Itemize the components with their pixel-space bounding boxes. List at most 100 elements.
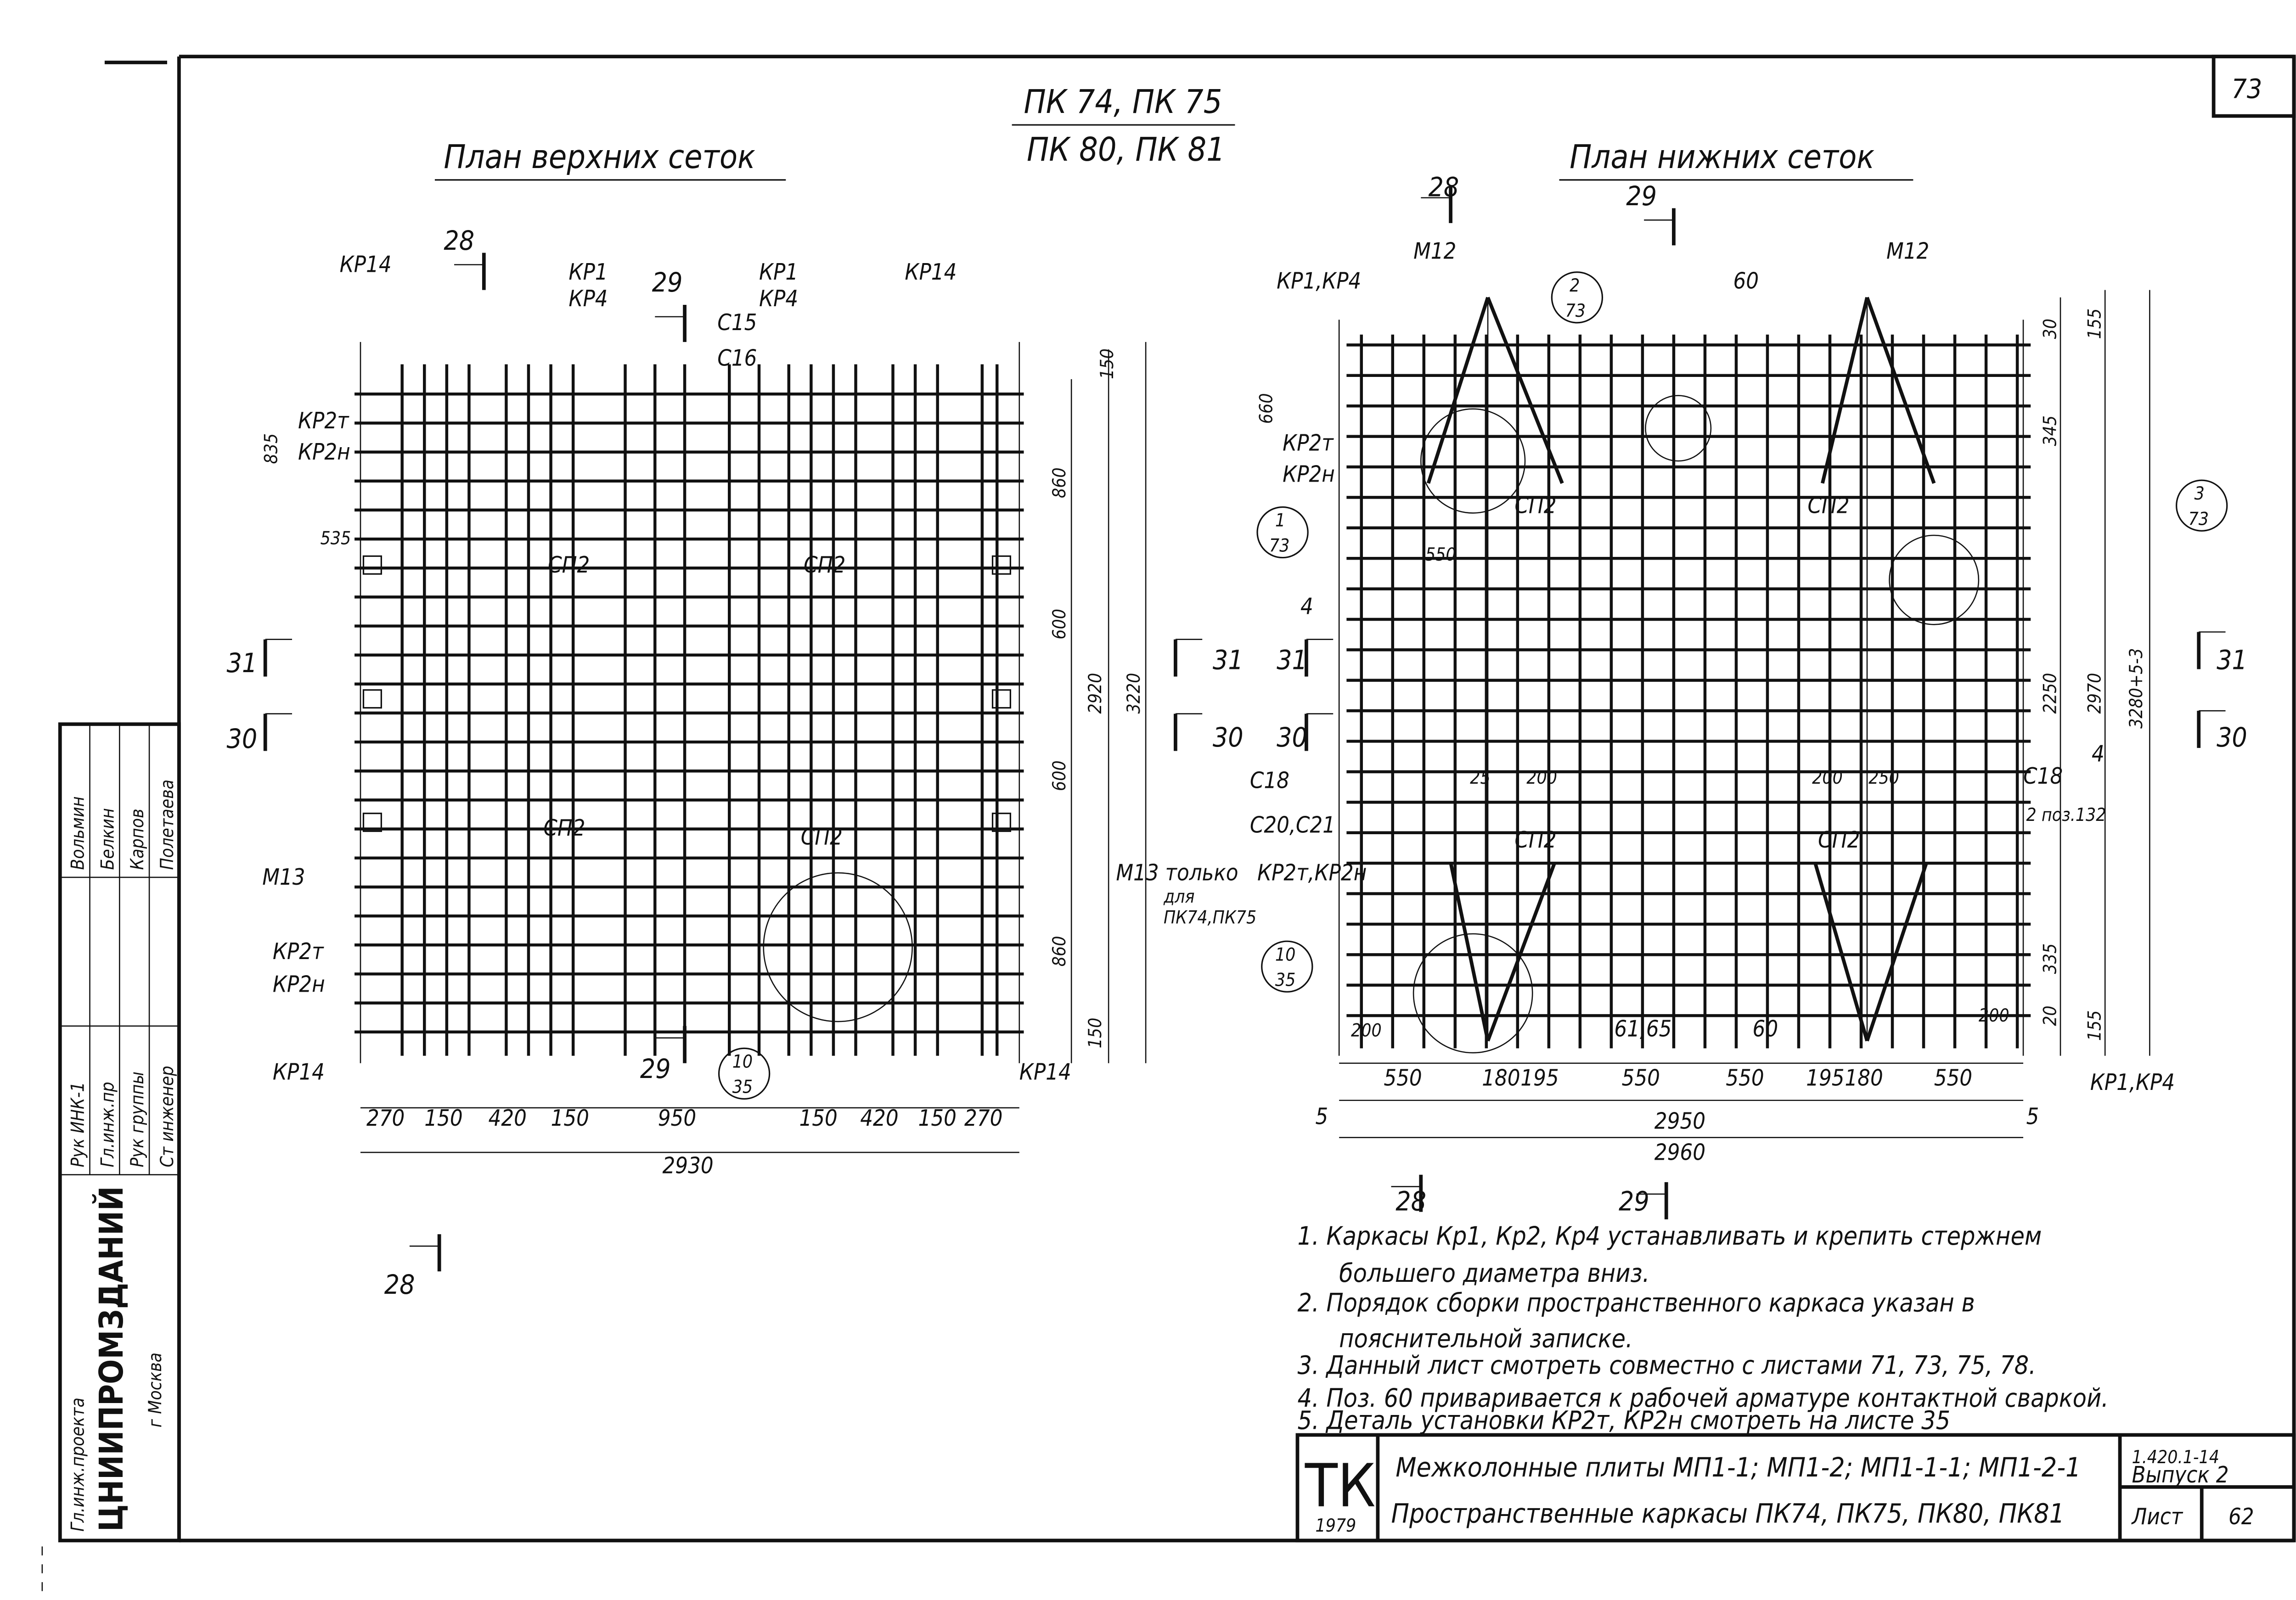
detail-callout-circle xyxy=(1889,534,1980,625)
drawing-label: 28 xyxy=(1396,1185,1426,1217)
drawing-label: 29 xyxy=(640,1053,671,1084)
drawing-label: КР4 xyxy=(568,286,608,312)
drawing-label: 30 xyxy=(227,723,258,754)
drawing-label: СП2 xyxy=(801,825,843,850)
drawing-label: КР4 xyxy=(759,286,798,312)
drawing-label: 31 xyxy=(1213,644,1244,675)
drawing-label: 10 xyxy=(1275,944,1295,965)
drawing-label: Рук группы xyxy=(127,1072,148,1168)
drawing-label: КР2т xyxy=(1283,430,1334,456)
drawing-label: 30 xyxy=(2217,722,2247,753)
drawing-label: 35 xyxy=(732,1077,753,1098)
drawing-label: 4. Поз. 60 приваривается к рабочей армат… xyxy=(1297,1383,2108,1413)
drawing-label: 420 xyxy=(489,1106,527,1131)
drawing-label: 25 xyxy=(1470,768,1490,788)
drawing-label: 2950 xyxy=(1654,1108,1705,1134)
drawing-label: 60 xyxy=(1753,1016,1778,1042)
drawing-label: 2. Порядок сборки пространственного карк… xyxy=(1297,1288,1975,1318)
drawing-label: 200 xyxy=(1351,1020,1382,1041)
drawing-label: 345 xyxy=(2040,415,2060,446)
drawing-label: 10 xyxy=(732,1051,753,1072)
drawing-label: С15 xyxy=(717,310,757,336)
truss-frame xyxy=(1821,297,1869,484)
drawing-label: Рук ИНК-1 xyxy=(68,1082,89,1167)
drawing-label: 2930 xyxy=(662,1153,713,1179)
drawing-label: КР2н xyxy=(1283,461,1335,487)
drawing-label: Гл.инж.проекта xyxy=(68,1398,89,1532)
right-bottom-dims: 550 180 195 550 550 195 180 550 2950 296… xyxy=(1384,1065,1972,1165)
drawing-label: 600 xyxy=(1049,760,1070,791)
detail-callout-circle xyxy=(1412,933,1533,1054)
drawing-label: 335 xyxy=(2040,943,2060,974)
drawing-label: 1. Каркасы Кр1, Кр2, Кр4 устанавливать и… xyxy=(1297,1221,2042,1251)
drawing-label: 550 xyxy=(1934,1065,1972,1091)
drawing-label: С20,С21 xyxy=(1250,813,1335,838)
drawing-label: 28 xyxy=(384,1269,415,1300)
drawing-label: Пространственные каркасы ПК74, ПК75, ПК8… xyxy=(1391,1498,2065,1529)
reinforcement-grids xyxy=(263,185,2226,1272)
drawing-label: 150 xyxy=(799,1106,837,1131)
drawing-label: 155 xyxy=(2084,309,2105,339)
left-plan-title: План верхних сеток xyxy=(444,138,755,176)
drawing-label: 1.420.1-14 xyxy=(2132,1447,2219,1468)
drawing-label: КР2т xyxy=(273,939,324,965)
drawing-label: КР1,КР4 xyxy=(2090,1070,2175,1095)
drawing-label: 150 xyxy=(1097,348,1118,379)
drawing-label: 3 xyxy=(2194,483,2204,504)
drawing-label: 200 xyxy=(1526,768,1557,788)
drawing-label: 30 xyxy=(2040,319,2060,339)
drawing-label: 535 xyxy=(321,528,351,549)
drawing-label: 31 xyxy=(227,647,258,679)
detail-callout-circle xyxy=(763,872,913,1022)
drawing-label: 200 xyxy=(1812,768,1843,788)
drawing-label: Белкин xyxy=(97,808,118,870)
drawing-label: 3. Данный лист смотреть совместно с лист… xyxy=(1297,1351,2036,1380)
drawing-label: г Москва xyxy=(145,1353,166,1427)
drawing-label: ЦНИИПРОМЗДАНИЙ xyxy=(92,1186,130,1532)
drawing-label: 28 xyxy=(1428,172,1459,203)
drawing-label: 20 xyxy=(2040,1005,2060,1026)
drawing-label: 950 xyxy=(658,1106,696,1131)
drawing-label: 29 xyxy=(1619,1185,1649,1217)
drawing-label: 28 xyxy=(444,225,474,256)
drawing-label: 860 xyxy=(1049,467,1070,498)
drawing-label: 150 xyxy=(551,1106,589,1131)
drawing-label: 155 xyxy=(2084,1010,2105,1041)
embedded-plate-m13 xyxy=(362,555,382,575)
drawing-label: КР14 xyxy=(905,259,957,285)
drawing-label: КР1 xyxy=(759,259,798,285)
drawing-label: КР14 xyxy=(273,1059,325,1085)
header-line1: ПК 74, ПК 75 xyxy=(1024,83,1222,121)
drawing-label: СП2 xyxy=(1514,493,1556,518)
approval-stamp: Рук ИНК-1 Гл.инж.пр Рук группы Ст инжене… xyxy=(58,722,181,1543)
drawing-label: 150 xyxy=(1085,1018,1106,1049)
drawing-label: для xyxy=(1163,887,1195,907)
drawing-label: 835 xyxy=(261,433,282,464)
drawing-label: 4 xyxy=(1300,594,1313,620)
drawing-label: 30 xyxy=(1213,722,1244,753)
title-block: ТК 1979 Межколонные плиты МП1-1; МП1-2; … xyxy=(1295,1433,2296,1543)
drawing-label: 73 xyxy=(2189,509,2209,529)
truss-frame xyxy=(1449,862,1490,1041)
embedded-plate-m13 xyxy=(362,689,382,709)
drawing-label: Межколонные плиты МП1-1; МП1-2; МП1-1-1;… xyxy=(1396,1452,2081,1483)
drawing-label: КР14 xyxy=(340,252,392,278)
detail-callout-circle xyxy=(1420,408,1526,514)
drawing-label: пояснительной записке. xyxy=(1339,1324,1633,1353)
detail-callout-circle xyxy=(1645,395,1712,462)
drawing-label: 2920 xyxy=(1085,673,1106,714)
drawing-label: КР2н xyxy=(273,971,325,997)
drawing-label: СП2 xyxy=(548,552,590,578)
truss-frame xyxy=(1865,297,1936,484)
tk-logo: ТК xyxy=(1305,1451,1376,1521)
drawing-label: 250 xyxy=(1868,768,1899,788)
drawing-label: М13 только xyxy=(1116,860,1238,886)
embedded-plate-m13 xyxy=(991,689,1011,709)
drawing-label: 31 xyxy=(2217,644,2247,675)
drawing-label: С18 xyxy=(2023,764,2063,789)
drawing-label: КР2т xyxy=(298,408,349,434)
drawing-label: большего диаметра вниз. xyxy=(1339,1258,1649,1288)
drawing-label: 2 поз.132 xyxy=(2026,805,2106,825)
drawing-label: 61,65 xyxy=(1614,1016,1671,1042)
